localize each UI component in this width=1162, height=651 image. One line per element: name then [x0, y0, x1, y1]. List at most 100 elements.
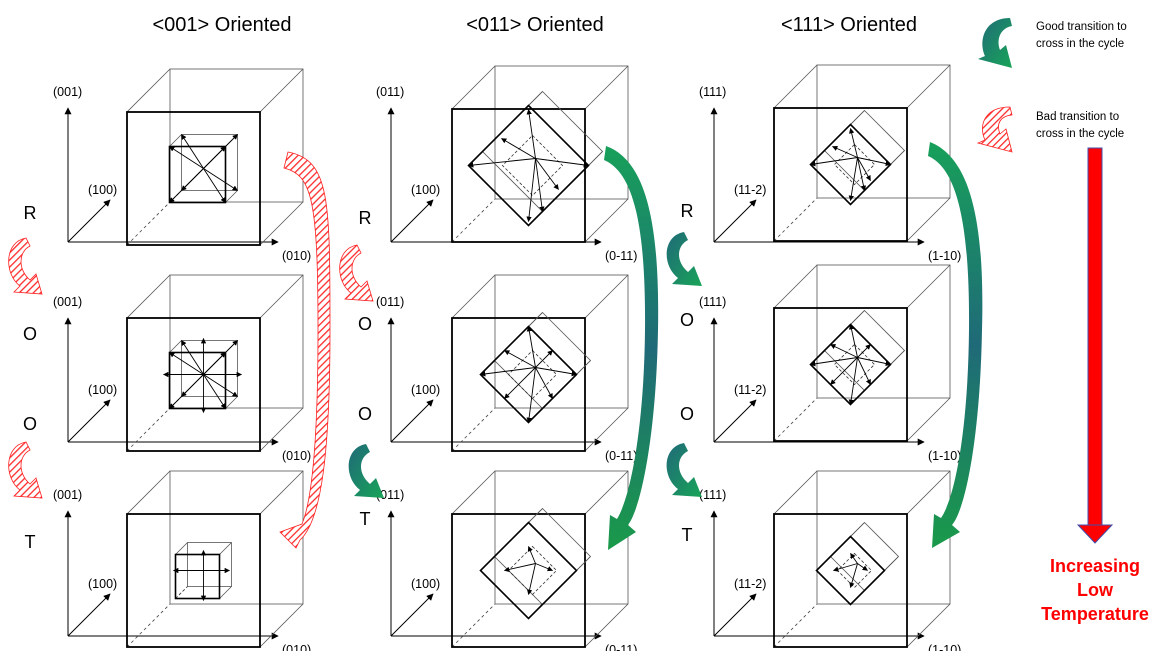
- transition-arrow-o-t-col1: [8, 441, 43, 499]
- cube-front-face: [773, 107, 908, 242]
- legend-good-line2: cross in the cycle: [1036, 38, 1124, 50]
- oblique-axis: [390, 593, 434, 637]
- axis-label-oblique: (100): [88, 383, 117, 397]
- oblique-axis: [67, 593, 111, 637]
- axis-label-horizontal: (010): [282, 249, 311, 263]
- axis-label-horizontal: (1-10): [928, 643, 961, 651]
- legend-bad-line1: Bad transition to: [1036, 111, 1119, 123]
- inner-structure-1-0: [467, 90, 604, 227]
- phase-label-t-col1: T: [25, 532, 36, 552]
- legend-bad-line2: cross in the cycle: [1036, 128, 1124, 140]
- cube-back-face: [169, 274, 304, 409]
- transition-arrow-r-o-col2: [339, 244, 374, 302]
- axis-label-horizontal: (010): [282, 449, 311, 463]
- axes-0-2: (001)(100)(010): [53, 488, 311, 651]
- axes-1-0: (011) (100) (0-11): [376, 85, 637, 263]
- cube-front-face: [773, 307, 908, 442]
- transition-arrow-o-t-col2: [348, 444, 384, 498]
- cube-front-face: [451, 317, 586, 452]
- transition-arrow-r-t-col3: [928, 142, 983, 548]
- inner-structure-1-2: [479, 507, 592, 620]
- axes-0-0: (001)(100)(010): [53, 85, 311, 263]
- column-title-001: <001> Oriented: [153, 14, 292, 36]
- inner-structure-2-1: [809, 309, 906, 406]
- inner-structure-2-2: [815, 521, 900, 606]
- axis-label-oblique: (100): [88, 577, 117, 591]
- temperature-label-line1: Increasing: [1050, 556, 1140, 576]
- phase-label-r-col2: R: [359, 208, 372, 228]
- axis-label-vertical: (111): [699, 295, 726, 309]
- phase-label-t-col3: T: [682, 525, 693, 545]
- axis-label-oblique: (11-2): [734, 183, 766, 197]
- cube-back-face: [494, 274, 629, 409]
- legend-good-arrow: [978, 18, 1012, 68]
- phase-label-o-col2: O: [358, 314, 372, 334]
- legend: Good transition to cross in the cycle Ba…: [976, 18, 1127, 153]
- axis-label-oblique: (11-2): [734, 383, 766, 397]
- axis-label-oblique: (100): [411, 577, 440, 591]
- cube-back-face: [169, 470, 304, 605]
- temperature-label-line3: Temperature: [1041, 604, 1149, 624]
- transition-arrow-r-t-col2: [604, 146, 659, 550]
- axis-label-horizontal: (0-11): [605, 249, 637, 263]
- temperature-arrow: [1076, 147, 1114, 544]
- axis-label-vertical: (001): [53, 295, 82, 309]
- cube-1-0: [451, 65, 629, 243]
- legend-bad-arrow: [976, 106, 1013, 153]
- cube-back-face: [169, 68, 304, 203]
- oblique-axis: [67, 399, 111, 443]
- transition-arrow-r-o-col3: [666, 232, 702, 286]
- temperature-label-line2: Low: [1077, 580, 1114, 600]
- cube-0-0: [126, 68, 304, 246]
- oblique-axis: [67, 199, 111, 243]
- inner-structure-0-1: [162, 337, 243, 414]
- phase-label-r-col1: R: [24, 203, 37, 223]
- axis-label-horizontal: (1-10): [928, 249, 961, 263]
- oblique-axis: [713, 593, 757, 637]
- inner-structures-layer: [162, 90, 906, 620]
- cube-1-2: [451, 470, 629, 648]
- axes-2-0: (111) (11-2) (1-10): [699, 85, 961, 263]
- axis-label-horizontal: (0-11): [605, 643, 637, 651]
- axes-2-2: (111) (11-2) (1-10): [699, 488, 961, 651]
- cube-2-2: [773, 470, 951, 648]
- axes-1-2: (011)(100)(0-11): [376, 488, 637, 651]
- cube-back-face: [494, 65, 629, 200]
- transition-arrow-r-t-col1: [279, 151, 331, 549]
- inner-structure-2-0: [809, 109, 906, 206]
- transition-arrow-r-o-col1: [8, 237, 43, 295]
- cube-0-2: [126, 470, 304, 648]
- column-title-111: <111> Oriented: [781, 14, 917, 36]
- oblique-axis: [390, 199, 434, 243]
- cube-front-face: [451, 108, 586, 243]
- inner-structure-1-1: [479, 311, 592, 424]
- transition-arrow-o-t-col3: [666, 443, 702, 497]
- phase-label-o2-col1: O: [23, 414, 37, 434]
- cube-1-1: [451, 274, 629, 452]
- cube-0-1: [126, 274, 304, 452]
- axis-label-vertical: (111): [699, 85, 726, 99]
- axes-0-1: (001) (100) (010): [53, 295, 311, 463]
- axis-label-vertical: (011): [376, 295, 404, 309]
- axis-label-horizontal: (010): [282, 643, 311, 651]
- phase-label-o-col1: O: [23, 324, 37, 344]
- phase-label-o2-col3: O: [680, 404, 694, 424]
- column-title-011: <011> Oriented: [466, 14, 604, 36]
- axis-label-oblique: (100): [411, 183, 440, 197]
- cube-front-face: [126, 513, 261, 648]
- oblique-axis: [713, 399, 757, 443]
- cube-front-face: [451, 513, 586, 648]
- axis-label-oblique: (11-2): [734, 577, 766, 591]
- axis-label-vertical: (111): [699, 488, 726, 502]
- cube-front-face: [773, 513, 908, 648]
- cube-back-face: [816, 64, 951, 199]
- phase-label-t-col2: T: [360, 509, 371, 529]
- cube-2-1: [773, 264, 951, 442]
- axis-label-vertical: (011): [376, 85, 404, 99]
- axis-label-horizontal: (0-11): [605, 449, 637, 463]
- inner-structure-0-0: [168, 134, 238, 204]
- oblique-axis: [713, 199, 757, 243]
- cube-front-face: [126, 317, 261, 452]
- phase-label-r-col3: R: [681, 201, 694, 221]
